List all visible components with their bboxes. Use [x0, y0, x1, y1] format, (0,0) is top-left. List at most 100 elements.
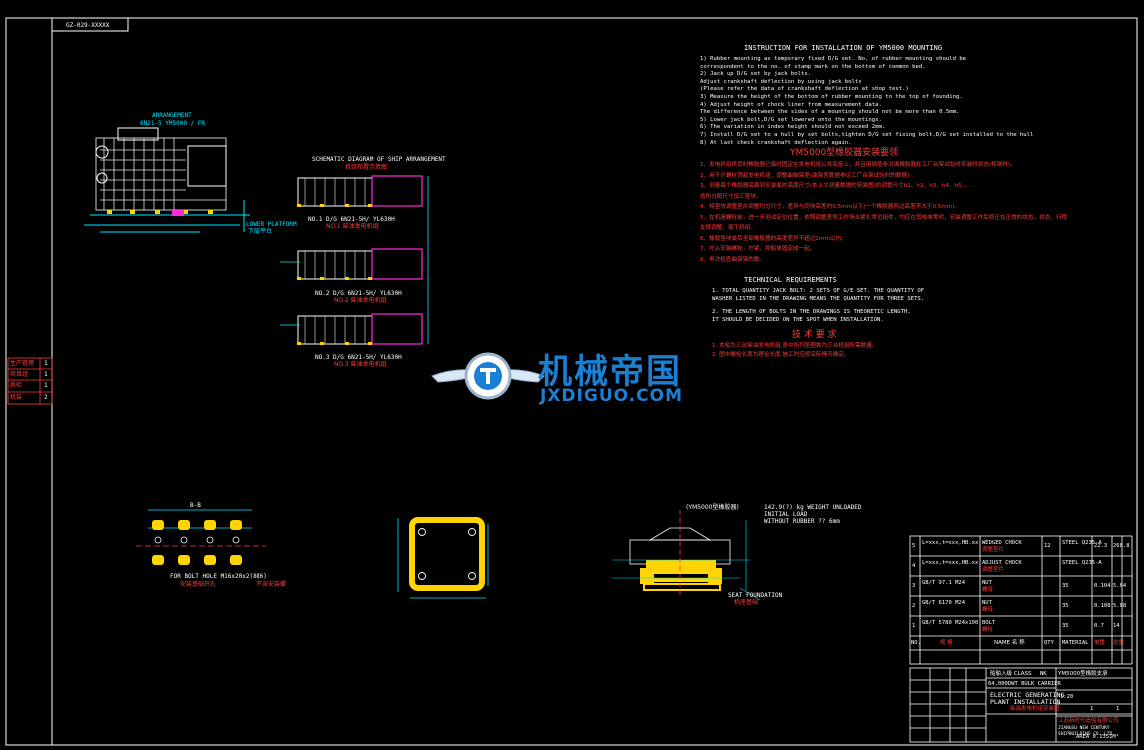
company-name: 江苏新时代造船有限公司 [1058, 718, 1119, 724]
parts-name-cn: 调整垫片 [982, 567, 1005, 573]
stamp-row: 质检 [10, 382, 23, 389]
tech-req-title-en: TECHNICAL REQUIREMENTS [744, 276, 837, 284]
schematic-title: SCHEMATIC DIAGRAM OF SHIP ARRANGEMENT [312, 156, 446, 163]
ship-name: 64,000DWT BULK CARRIER [988, 681, 1061, 687]
title-en-2: PLANT INSTALLATION [990, 698, 1061, 706]
parts-name-cn: 调整垫片 [982, 547, 1005, 553]
tech-req-title-cn: 技 术 要 求 [792, 330, 837, 340]
instruction-line: 4) Adjust height of chock liner from mea… [700, 101, 882, 108]
tech-req-line: WASHER LISTED IN THE DRAWING MEANS THE Q… [712, 295, 925, 302]
watermark-en: JXDIGUO.COM [540, 386, 684, 406]
view-bb-label: B-B [190, 502, 201, 509]
parts-material: 35 [1062, 623, 1069, 629]
genset-1-label-cn: NO.1 柴油发电机组 [326, 223, 379, 230]
parts-total: 14 [1113, 623, 1120, 629]
instruction-list-cn: 1、发电机组供货时橡胶器已临时固定在发电机组公共底座上，并且用钢垫条对准橡胶器在… [700, 160, 1067, 265]
parts-header: 总重 [1113, 640, 1125, 646]
load-note-2: INITIAL LOAD [764, 511, 808, 518]
instruction-line-cn: 2、用千斤螺栓顶起发电机组，调整曲轴臂差(曲臂差数据参见工厂台架试验时的数据) [700, 172, 910, 179]
parts-weight: 0.108 [1094, 603, 1111, 609]
parts-header: QTY [1044, 640, 1054, 646]
instruction-title-cn: YM5000型橡胶器安装要领 [790, 148, 899, 158]
parts-weight: 0.104 [1094, 583, 1111, 589]
parts-total: 5.04 [1113, 583, 1127, 589]
instruction-line-cn: 4、将垫块调整垫片调整均匀尺寸，差异与同块高差约0.5mm以下(一个橡胶器两边高… [700, 204, 961, 210]
parts-total: 5.08 [1113, 603, 1127, 609]
ym-label: (YM5000型橡胶器) [686, 504, 739, 511]
sheet-no: 1 [1090, 706, 1094, 712]
parts-header: NAME 名 称 [994, 640, 1025, 646]
parts-weight: 22.3 [1094, 543, 1108, 549]
genset-3-label: NO.3 D/G 6N21-5H/ YL630H [315, 354, 402, 361]
parts-name-en: WEDGED CHOCK [982, 540, 1022, 546]
parts-weight: 0.7 [1094, 623, 1104, 629]
parts-name-cn: 螺母 [982, 607, 994, 613]
instruction-line-cn: 7、拧入安装螺栓，拧紧，和船体固定成一起。 [700, 246, 816, 252]
title-en-1: ELECTRIC GENERATING [990, 691, 1065, 699]
genset-3-label-cn: NO.3 柴油发电机组 [334, 361, 387, 368]
parts-name-cn: 螺栓 [982, 627, 994, 633]
stamp-num: 1 [44, 382, 48, 389]
stamp-num: 1 [44, 371, 48, 378]
parts-spec: L=xxx,t=xxx,HB.xx [922, 560, 979, 566]
stamp-row: 机装 [10, 394, 23, 401]
tech-req-line-cn: 2. 图中螺栓长度为理论长度,施工时应按实际情况确定。 [712, 352, 850, 358]
instruction-line: The difference between the sides of a mo… [700, 109, 960, 116]
instruction-line: 2) Jack up D/G set by jack bolts. [700, 71, 812, 78]
parts-total: 268.8 [1113, 543, 1130, 549]
instruction-line-cn: 6、橡胶垫块装后全部橡胶器的高度差异不超过2mm以内。 [700, 235, 847, 242]
parts-no: 3 [912, 583, 916, 589]
area-label: AREA 0.1351M² [1076, 734, 1120, 740]
stamp-row: 项目组 [10, 371, 29, 378]
parts-name-en: BOLT [982, 620, 996, 626]
parts-no: 2 [912, 603, 916, 609]
bolt-hole-label: FOR BOLT HOLE M16x20x2(8) [170, 573, 261, 580]
tech-req-list-en: 1. TOTAL QUANTITY JACK BOLT: 2 SETS OF G… [712, 288, 924, 324]
stamp-num: 2 [44, 394, 48, 401]
seat-label: SEAT FOUNDATION [728, 592, 783, 599]
instruction-line-cn: 5、在机座螺栓前，进一步测试定位位置，依照调整差导工作场合紧扎零位组件，均应在其… [700, 214, 1068, 221]
instruction-line: 8) At last check crankshaft deflection a… [700, 139, 852, 146]
arrangement-sub: 6N21-5 YM5000 / FR [140, 120, 206, 127]
parts-header: 规 格 [940, 640, 953, 646]
instruction-line: correspondent to the no. of stamp mark o… [700, 63, 926, 70]
parts-material: STEEL Q235-A [1062, 540, 1102, 546]
genset-1-label: NO.1 D/G 6N21-5H/ YL630H [308, 216, 395, 223]
parts-name-cn: 螺母 [982, 587, 994, 593]
stamp-row: 生产管理 [10, 360, 35, 367]
instruction-line: 6) The variation in index height should … [700, 124, 886, 131]
parts-spec: GB/T 5780 M24x100 [922, 620, 979, 626]
schematic-title-cn: 机组布置示意图 [345, 164, 388, 171]
seat-label-cn: 机座基础 [734, 599, 759, 606]
instruction-line: 1) Rubber mounting as temporary fixed D/… [700, 56, 967, 62]
instruction-title-en: INSTRUCTION FOR INSTALLATION OF YM5000 M… [744, 44, 943, 52]
instruction-line-cn: 8、再次检查曲臂臂的数。 [700, 256, 766, 263]
watermark-cn: 机械帝国 [538, 352, 682, 392]
bolt-hole-label-2-cn: 不含安装螺 [256, 581, 287, 588]
top-tag: GZ-029-XXXXX [66, 22, 110, 29]
parts-name-en: NUT [982, 580, 992, 586]
parts-header: MATERIAL [1062, 640, 1089, 646]
tech-req-list-cn: 1. 本船为三台柴油发电机组,表中所列垫圈数为三台机组所需数量。 2. 图中螺栓… [712, 342, 878, 360]
tech-req-line: 1. TOTAL QUANTITY JACK BOLT: 2 SETS OF G… [712, 288, 925, 294]
drawing-no: YM5000型橡胶支承 [1058, 671, 1108, 677]
arrangement-label: ARRANGEMENT [152, 112, 192, 119]
scale-value: 1:20 [1060, 694, 1074, 700]
company-name-en: JIANGSU NEW CENTURY SHIPBUILDING CO.,LTD [1058, 726, 1113, 737]
title-cn: 柴油发电机组安装图 [1010, 706, 1060, 712]
instruction-line-cn: 3、测量每个橡胶器底面到安装面的高度尺寸(本上文测量数据的安装图)的调整尺寸h1… [700, 183, 973, 189]
lower-platform-label: LOWER PLATFORM [246, 221, 297, 228]
parts-name-en: NUT [982, 600, 992, 606]
instruction-line: (Please refer the data of crankshaft def… [700, 86, 909, 93]
parts-no: 4 [912, 563, 916, 569]
parts-no: 5 [912, 543, 916, 549]
genset-2-label: NO.2 D/G 6N21-5H/ YL630H [315, 290, 402, 297]
parts-header: NO. [911, 640, 921, 646]
sheet-total: 1 [1116, 706, 1120, 712]
parts-header: 单重 [1094, 640, 1106, 646]
instruction-list-en: 1) Rubber mounting as temporary fixed D/… [700, 56, 1033, 147]
parts-name-en: ADJUST CHOCK [982, 560, 1022, 566]
instruction-line: 3) Measure the height of the bottom of r… [700, 93, 963, 100]
tech-req-line: IT SHOULD BE DECIDED ON THE SPOT WHEN IN… [712, 316, 884, 323]
bolt-hole-label-2: (6) [256, 573, 267, 580]
